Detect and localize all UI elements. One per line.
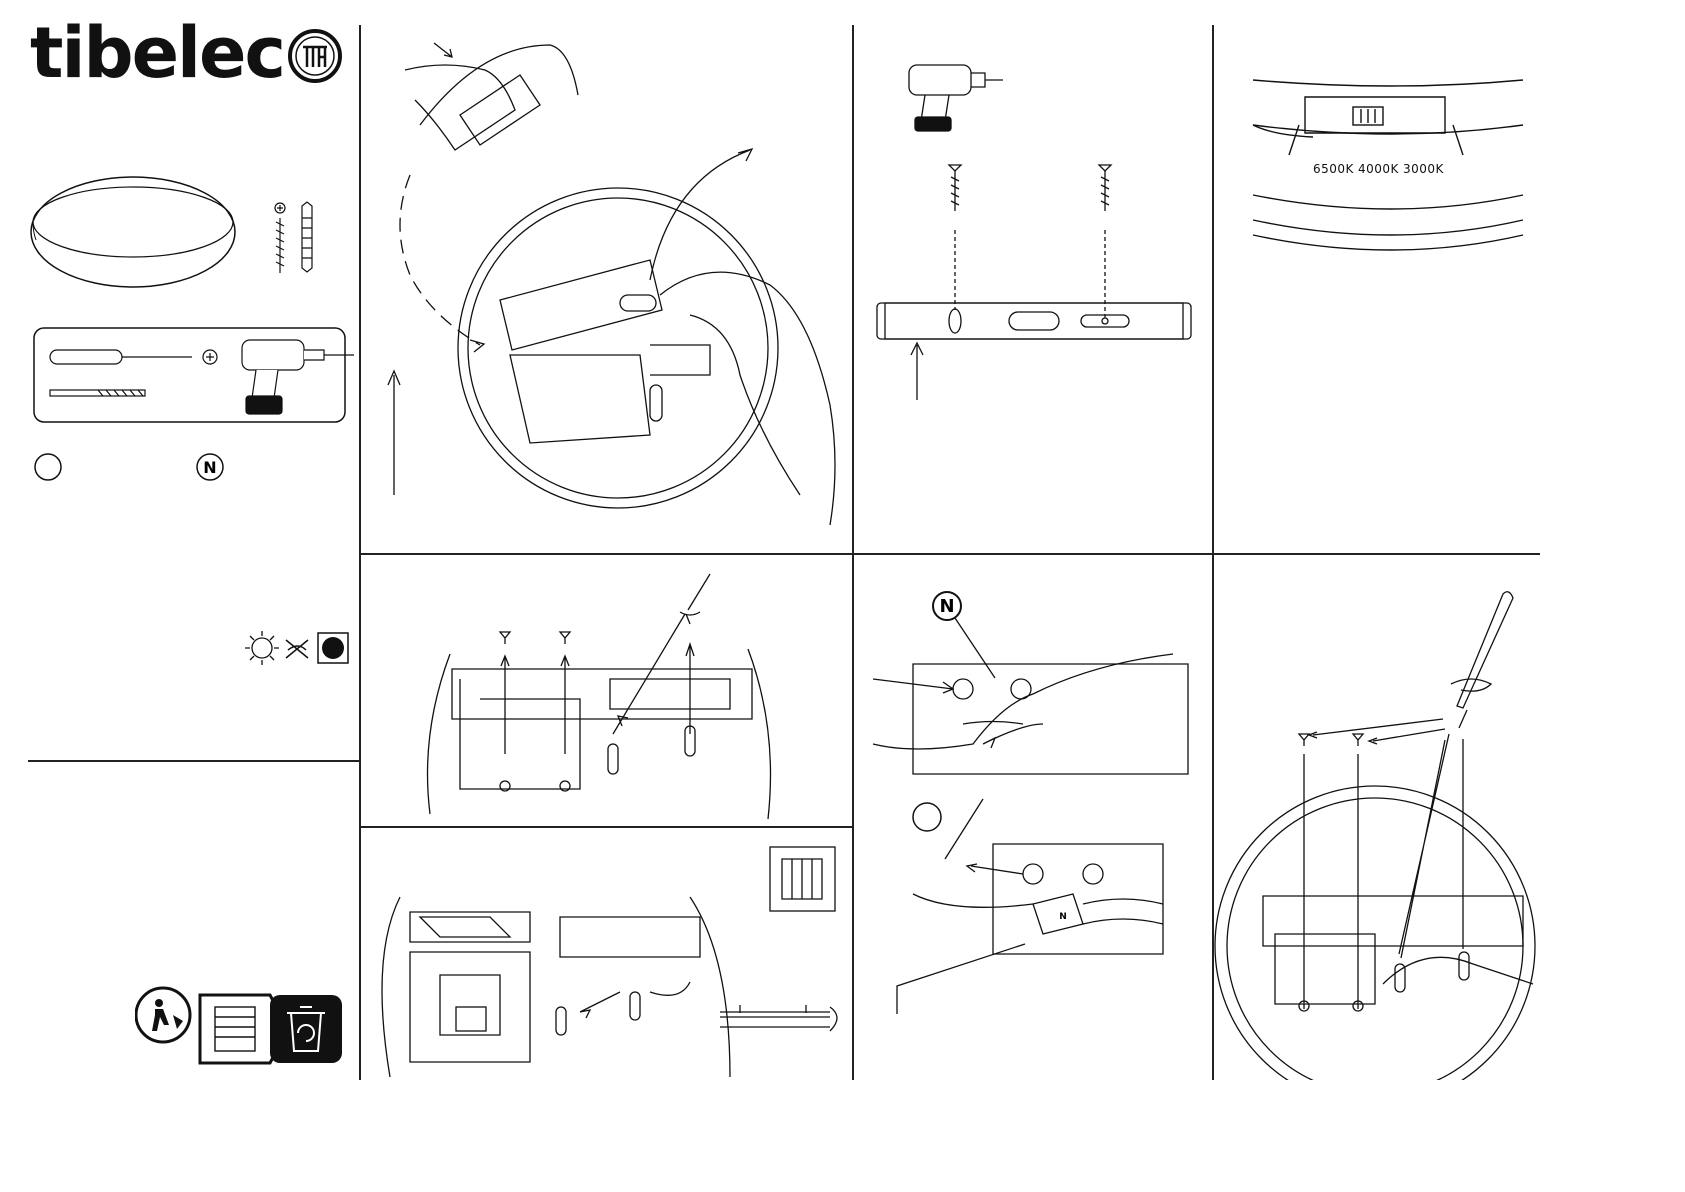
panel-open-cover: [360, 25, 852, 553]
cct-option-4000k: 4000K: [1358, 162, 1400, 176]
fixing-screw-left: [949, 165, 961, 310]
panel-wiring: N N: [853, 554, 1212, 1080]
drill-icon: [909, 65, 1003, 131]
drill-illustration: [242, 340, 354, 414]
neutral-terminal-icon: N: [195, 452, 225, 482]
crossed-dimmer-icon: [286, 640, 308, 658]
package-contents: [28, 170, 363, 440]
panel-cct-switch: 6500K 4000K 3000K: [1213, 25, 1540, 553]
brand-seal-icon: [286, 27, 344, 85]
cct-option-6500k: 6500K: [1313, 162, 1355, 176]
panel-refit-cover: [1213, 554, 1540, 1080]
connector-n-label: N: [1059, 912, 1067, 922]
recycling-logo: [135, 985, 347, 1075]
left-divider: [28, 760, 360, 762]
neutral-letter: N: [203, 458, 216, 477]
panel-remove-screws: [360, 554, 852, 826]
wiring-n-label: N: [939, 596, 954, 617]
brand-name: tibelec: [30, 18, 284, 88]
bin-panel: [270, 995, 342, 1063]
drill-bit-illustration: [50, 390, 145, 396]
cct-option-3000k: 3000K: [1403, 162, 1445, 176]
luminaire-illustration: [31, 177, 235, 287]
screw-and-plug-illustration: [275, 202, 312, 273]
screwdriver-illustration: [50, 350, 217, 364]
no-dimmer-symbol: [240, 628, 355, 668]
mounting-plate: [877, 303, 1191, 339]
panel-mounting-base: [853, 25, 1212, 553]
triman-icon: [136, 988, 190, 1042]
fixing-screw-right: [1099, 165, 1111, 320]
live-terminal-icon: [33, 452, 63, 482]
sun-icon: [245, 631, 279, 665]
panel-cable-entry: [360, 827, 852, 1080]
